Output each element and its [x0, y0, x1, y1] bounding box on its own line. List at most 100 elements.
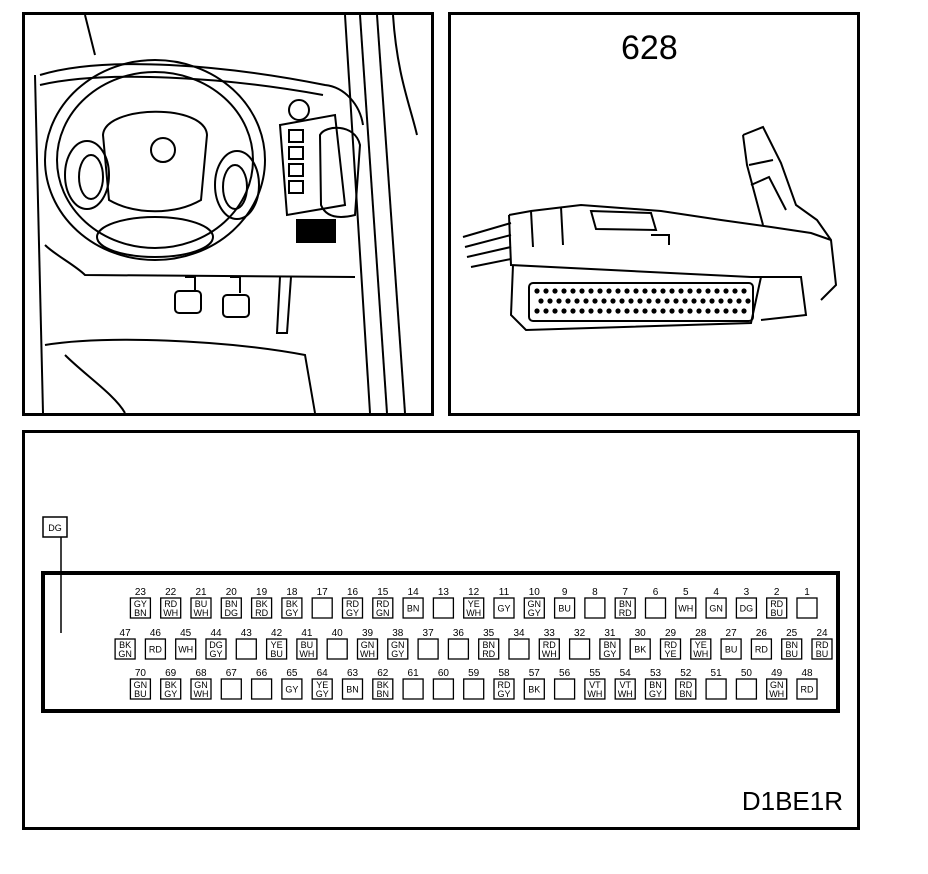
wire-color: BN — [377, 689, 390, 699]
pin-number: 6 — [653, 587, 659, 598]
pin-cavity — [493, 597, 515, 619]
pin-number: 3 — [744, 587, 750, 598]
pin-number: 48 — [801, 668, 813, 679]
pin-number: 57 — [529, 668, 541, 679]
pin-cavity — [705, 678, 727, 700]
pin-cavity-block — [528, 282, 754, 322]
wire-color: GN — [770, 680, 784, 690]
wire-color: BU — [134, 689, 147, 699]
pin-number: 7 — [622, 587, 628, 598]
wire-color: BK — [165, 680, 177, 690]
wire-color: BU — [558, 604, 571, 614]
wire-color: GN — [134, 680, 148, 690]
pin-cavity — [766, 678, 788, 700]
pin-cavity — [341, 597, 364, 619]
wire-color: YE — [468, 599, 480, 609]
wire-color: BU — [785, 649, 798, 659]
wire-color: BN — [649, 680, 662, 690]
pin-number: 59 — [468, 668, 480, 679]
pin-number: 16 — [347, 587, 359, 598]
steering-wheel — [44, 59, 266, 261]
wire-color: GY — [316, 689, 329, 699]
pin-66: 66 — [250, 668, 273, 700]
wire-color: GY — [209, 649, 222, 659]
wire-color: BU — [270, 649, 283, 659]
pin-number: 46 — [150, 628, 162, 639]
external-wire-color: DG — [48, 523, 62, 533]
wire-color: BN — [407, 604, 420, 614]
pin-number: 4 — [713, 587, 719, 598]
pin-number: 54 — [620, 668, 632, 679]
pin-number: 61 — [408, 668, 420, 679]
pin-cavity — [235, 638, 257, 660]
pin-number: 9 — [562, 587, 568, 598]
pin-cavity — [584, 678, 606, 700]
pin-number: 32 — [574, 628, 586, 639]
pin-34: 34 — [508, 628, 530, 660]
pin-cavity — [796, 678, 818, 700]
pin-number: 22 — [165, 587, 177, 598]
wire-color: BN — [604, 640, 617, 650]
pin-59: 59 — [463, 668, 485, 700]
pin-number: 42 — [271, 628, 283, 639]
wire-color: GN — [391, 640, 405, 650]
pin-number: 62 — [377, 668, 389, 679]
pin-cavity — [644, 678, 667, 700]
pin-37: 37 — [417, 628, 439, 660]
wire-color: BN — [785, 640, 798, 650]
pin-grid — [534, 288, 751, 314]
pin-cavity — [432, 678, 455, 700]
wire-color: RD — [376, 599, 389, 609]
pin-51: 51 — [705, 668, 727, 700]
pin-number: 58 — [498, 668, 510, 679]
pin-number: 31 — [604, 628, 616, 639]
pin-cavity — [129, 678, 152, 700]
pin-cavity — [811, 638, 833, 660]
wire-color: GY — [497, 604, 510, 614]
pin-1: 1 — [796, 587, 818, 619]
reference-code: D1BE1R — [741, 786, 843, 816]
pin-number: 56 — [559, 668, 571, 679]
pin-cavity — [311, 678, 333, 700]
wire-color: WH — [194, 608, 209, 618]
pin-cavity — [599, 638, 621, 660]
pin-number: 45 — [180, 628, 192, 639]
pin-cavity — [523, 597, 545, 619]
pin-number: 64 — [317, 668, 329, 679]
pin-cavity — [326, 638, 348, 660]
pin-cavity — [114, 638, 136, 660]
wire-color: RD — [801, 685, 814, 695]
wire-color: GY — [497, 689, 510, 699]
pin-cavity — [447, 638, 470, 660]
pin-cavity — [690, 638, 712, 660]
clutch-pedal — [222, 294, 250, 318]
wire-color: BK — [256, 599, 268, 609]
wire-color: BU — [770, 608, 783, 618]
pin-cavity — [523, 678, 545, 700]
pin-number: 43 — [241, 628, 253, 639]
pin-cavity — [568, 638, 591, 660]
wire-color: DG — [740, 604, 754, 614]
pin-number: 29 — [665, 628, 677, 639]
pin-number: 8 — [592, 587, 598, 598]
wire-color: GY — [164, 689, 177, 699]
wire-color: BN — [134, 608, 147, 618]
pin-number: 27 — [726, 628, 738, 639]
wire-color: BK — [377, 680, 389, 690]
pin-cavity — [341, 678, 364, 700]
